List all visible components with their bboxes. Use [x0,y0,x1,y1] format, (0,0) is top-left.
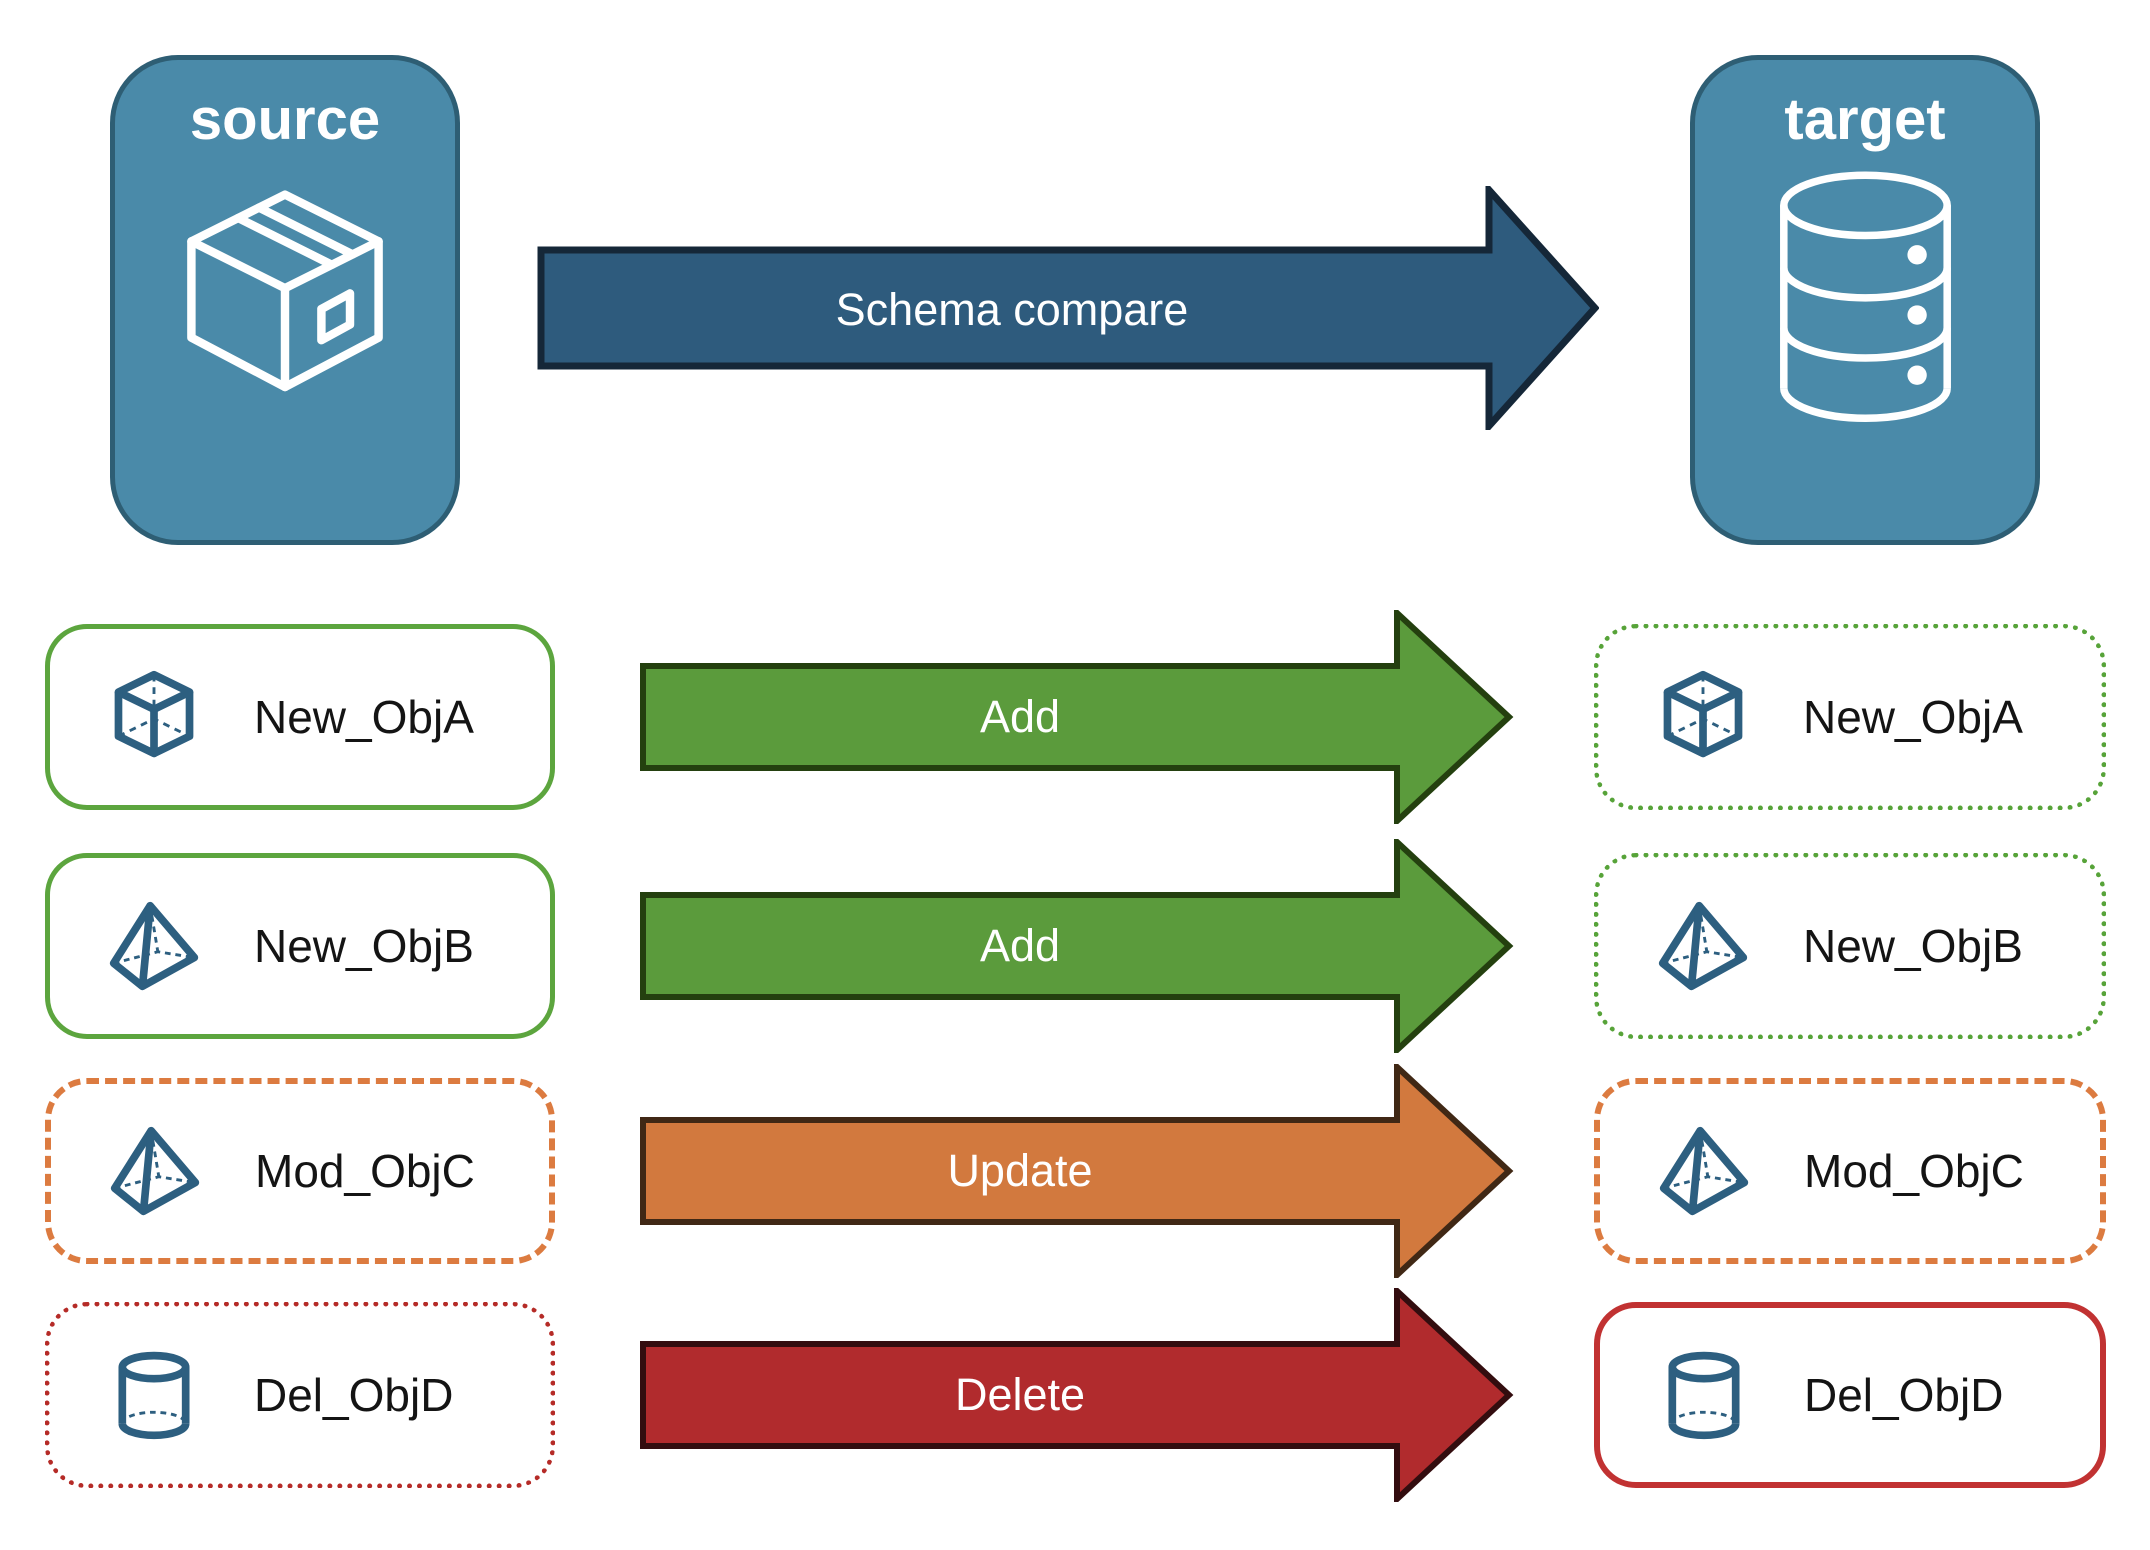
object-label: New_ObjA [1803,691,2023,743]
schema-compare-arrow-label: Schema compare [835,284,1189,335]
pyramid-icon [107,1123,203,1219]
add-arrow-label-row2: Add [979,920,1061,971]
cylinder-icon [1656,1347,1752,1443]
object-label: New_ObjA [254,691,474,743]
target-panel-title: target [1784,87,1946,152]
cube-icon [106,669,202,765]
target-object-box-row3: Mod_ObjC [1594,1078,2106,1264]
pyramid-icon [1655,898,1751,994]
delete-arrow-label-row4: Delete [954,1369,1086,1420]
database-icon [1758,152,1973,460]
object-label: Del_ObjD [1804,1369,2004,1421]
update-arrow-label-row3: Update [947,1145,1093,1196]
source-object-box-row4: Del_ObjD [45,1302,555,1488]
cylinder-icon [106,1347,202,1443]
add-arrow-row1 [640,610,1514,824]
object-label: Mod_ObjC [255,1145,475,1197]
object-label: New_ObjB [254,920,474,972]
source-object-box-row3: Mod_ObjC [45,1078,555,1264]
target-object-box-row4: Del_ObjD [1594,1302,2106,1488]
pyramid-icon [1656,1123,1752,1219]
target-panel: target [1690,55,2040,545]
target-object-box-row1: New_ObjA [1594,624,2106,810]
delete-arrow-row4 [640,1288,1514,1502]
source-panel-title: source [189,87,381,152]
source-object-box-row1: New_ObjA [45,624,555,810]
schema-compare-arrow [537,186,1599,430]
object-label: Del_ObjD [254,1369,454,1421]
cube-icon [1655,669,1751,765]
add-arrow-row2 [640,839,1514,1053]
update-arrow-row3 [640,1064,1514,1278]
add-arrow-label-row1: Add [979,691,1061,742]
object-label: New_ObjB [1803,920,2023,972]
source-panel: source [110,55,460,545]
source-object-box-row2: New_ObjB [45,853,555,1039]
pyramid-icon [106,898,202,994]
target-object-box-row2: New_ObjB [1594,853,2106,1039]
object-label: Mod_ObjC [1804,1145,2024,1197]
package-box-icon [155,152,415,431]
